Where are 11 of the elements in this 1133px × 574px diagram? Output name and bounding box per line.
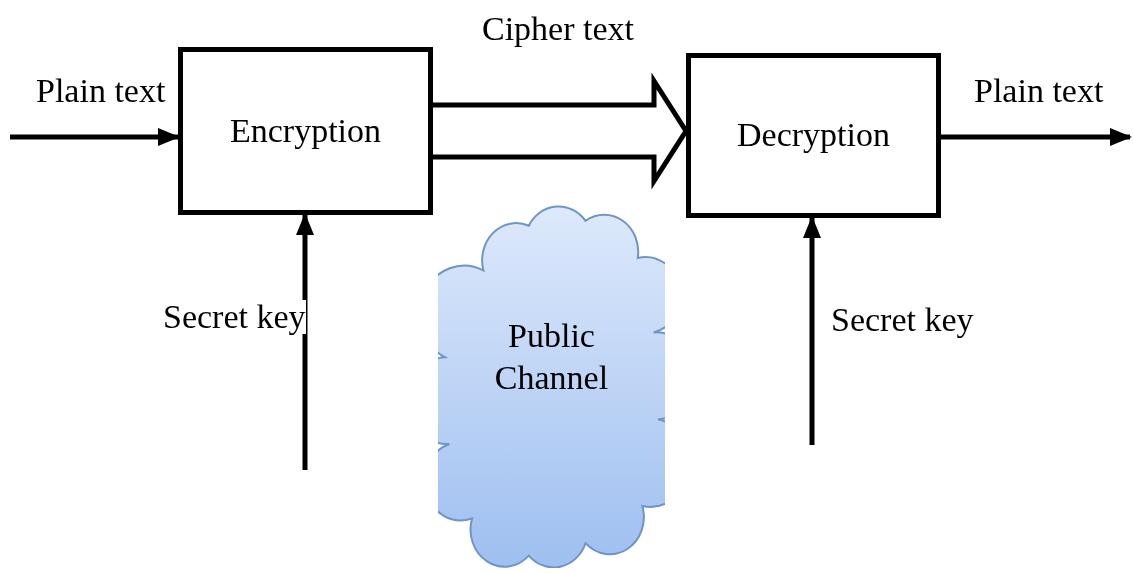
process-box [178, 47, 433, 215]
node-label: Encryption [229, 110, 382, 151]
node-label: Public Channel [493, 315, 610, 398]
process-box [686, 53, 941, 218]
arrow [941, 128, 1132, 146]
arrow [10, 128, 180, 146]
edge-label: Secret key [163, 300, 306, 334]
node-label: Decryption [737, 115, 890, 156]
hollow-arrow [430, 72, 689, 190]
arrow [803, 216, 821, 445]
arrow [296, 213, 314, 470]
